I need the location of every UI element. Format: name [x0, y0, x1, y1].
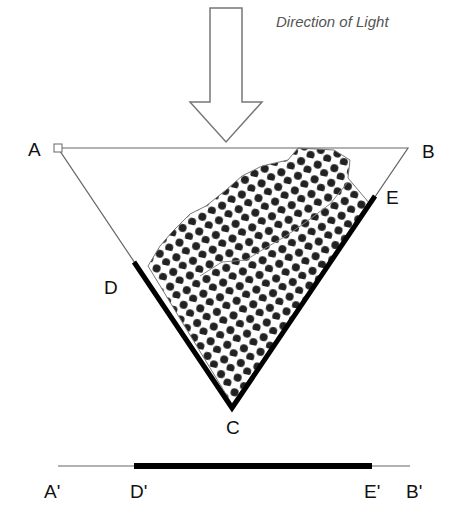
point-label: E': [364, 482, 380, 501]
light-arrow: [190, 8, 262, 142]
region-boundary: [200, 182, 348, 276]
point-label: B: [422, 142, 435, 161]
point-label: D': [130, 482, 147, 501]
thick-edge: [134, 196, 375, 408]
point-label: C: [226, 418, 240, 437]
projection-segment: [134, 463, 372, 469]
point-label: A: [28, 140, 41, 159]
corner-marker: [54, 144, 62, 152]
point-label: D: [104, 278, 118, 297]
point-label: E: [386, 188, 399, 207]
projection-line: [58, 465, 410, 466]
point-label: A': [44, 482, 60, 501]
triangle-outline: [58, 148, 408, 408]
point-label: B': [406, 482, 422, 501]
light-direction-note: Direction of Light: [276, 14, 389, 29]
